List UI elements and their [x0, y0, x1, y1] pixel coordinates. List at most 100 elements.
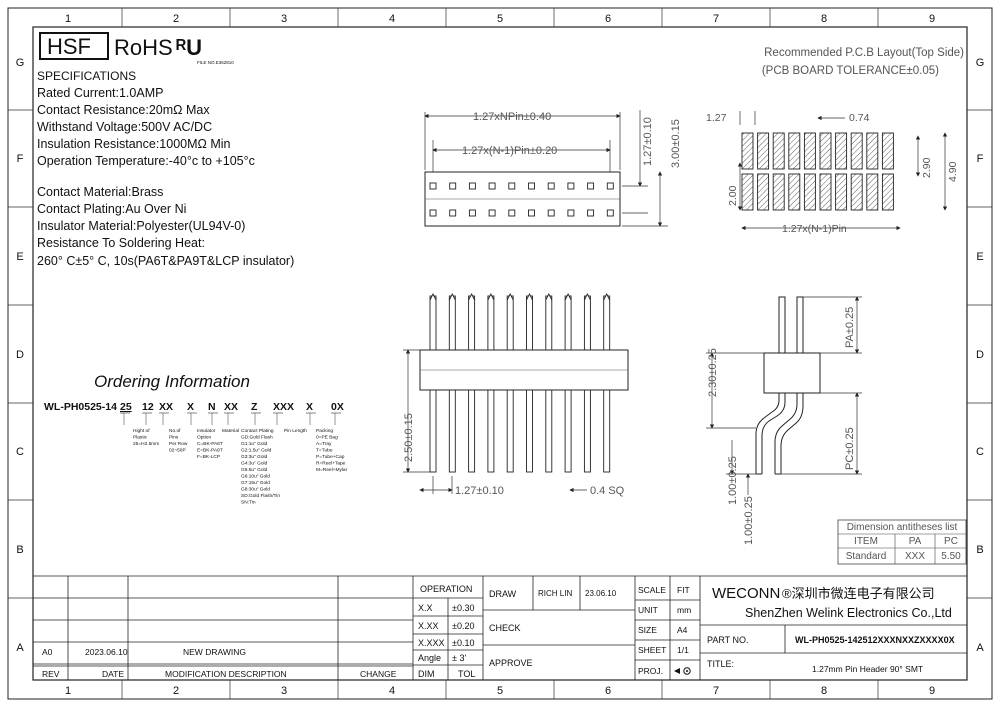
projection-label: PROJ.	[638, 666, 663, 676]
top-pin-upper	[587, 182, 595, 190]
side-standoff-dim: 2.30±0.25	[707, 348, 719, 397]
dim-row-item: Standard	[846, 551, 887, 562]
top-pin-lower	[528, 209, 535, 217]
order-desc-line: G7:15u" Gold	[241, 480, 270, 486]
order-desc-line: M=Reel+Mylar	[316, 467, 348, 473]
spec-line: Contact Material:Brass	[37, 185, 163, 199]
scale-label: SCALE	[638, 585, 666, 595]
spec-line: Withstand Voltage:500V AC/DC	[37, 120, 212, 134]
row-marker-left: C	[16, 446, 24, 458]
drawing-title: 1.27mm Pin Header 90° SMT	[812, 664, 923, 674]
row-marker-right: B	[976, 544, 983, 556]
rohs-logo: RoHS	[114, 35, 173, 60]
specifications-heading: SPECIFICATIONS	[37, 69, 136, 83]
company-name-en: WECONN	[712, 585, 780, 602]
approve-label: APPROVE	[489, 658, 533, 668]
size-value: A4	[677, 625, 688, 635]
title-block-text: OPERATION X.X±0.30X.XX±0.20X.XXX±0.10Ang…	[42, 584, 955, 679]
order-desc-line: Option	[197, 435, 211, 441]
ul-logo: ᴿU	[176, 35, 202, 60]
order-desc-line: SN:Tin	[241, 500, 256, 506]
order-desc-line: F=BK-LCP	[197, 454, 220, 460]
dimension-list-title: Dimension antitheses list	[847, 522, 958, 533]
order-code-segment: 25	[120, 401, 132, 413]
order-desc-line: R=Reel+Tape	[316, 461, 346, 467]
draw-label: DRAW	[489, 589, 517, 599]
column-marker-bottom: 5	[497, 685, 503, 697]
row-marker-right: E	[976, 251, 983, 263]
specifications: SPECIFICATIONS Rated Current:1.0AMP Conta…	[37, 69, 294, 268]
dim-header-pa: PA	[909, 536, 922, 547]
top-pin-upper	[567, 182, 575, 190]
revision-code: A0	[42, 647, 53, 657]
side-view-housing	[763, 352, 821, 394]
projection-symbol-icon	[674, 667, 691, 675]
pcb-pad-lower	[881, 173, 894, 211]
revision-description: NEW DRAWING	[183, 647, 246, 657]
column-marker-bottom: 7	[713, 685, 719, 697]
side-pc-dim: PC±0.25	[844, 427, 856, 470]
pcb-pad-width-dim: 0.74	[849, 112, 870, 124]
hsf-logo-box	[39, 32, 109, 60]
unit-label: UNIT	[638, 605, 658, 615]
order-desc-line: G6:10u" Gold	[241, 474, 270, 480]
top-pin-upper	[488, 182, 496, 190]
order-desc-line: 02~50P	[169, 448, 186, 454]
title-label: TITLE:	[707, 659, 734, 669]
top-pin-lower	[606, 209, 614, 217]
order-desc-line: G2:1.5u" Gold	[241, 448, 272, 454]
pcb-pad-lower	[850, 173, 863, 211]
top-pin-upper	[429, 182, 437, 190]
front-pitch-dim: 1.27±0.10	[455, 485, 504, 497]
order-code-segment: XX	[159, 401, 173, 413]
column-marker-bottom: 1	[65, 685, 71, 697]
front-view: 2.50±0.15 1.27±0.10 0.4 SQ	[403, 292, 629, 497]
order-desc-line: Contact Plating	[241, 428, 274, 434]
row-marker-left: B	[16, 544, 23, 556]
order-desc-line: P=Tube+Cap	[316, 454, 345, 460]
ul-file-number: FILE NO.E362810	[197, 60, 234, 65]
row-marker-left: F	[17, 153, 24, 165]
spec-line: Rated Current:1.0AMP	[37, 86, 163, 100]
column-marker-top: 6	[605, 13, 611, 25]
tolerance-format: X.X	[418, 603, 433, 613]
column-marker-top: 2	[173, 13, 179, 25]
pcb-pad-upper	[772, 132, 785, 170]
top-pin-lower	[488, 209, 496, 217]
top-pin-span-dim: 1.27x(N-1)Pin±0.20	[462, 145, 557, 157]
pcb-pad-lower	[772, 173, 785, 211]
pcb-pad-lower	[866, 173, 879, 211]
dim-header-item: ITEM	[854, 536, 878, 547]
order-desc-line: Per Row	[169, 441, 188, 447]
order-desc-line: Packing	[316, 428, 333, 434]
order-desc-line: Insulator	[197, 428, 216, 434]
order-code-segment: WL-PH0525-14	[44, 401, 117, 413]
order-code-segment: Z	[251, 401, 258, 413]
tolerance-format: Angle	[418, 653, 441, 663]
check-label: CHECK	[489, 623, 521, 633]
column-marker-bottom: 6	[605, 685, 611, 697]
pcb-pad-upper	[866, 132, 879, 170]
row-marker-left: D	[16, 349, 24, 361]
pcb-pad-lower	[835, 173, 848, 211]
side-view: PA±0.25 2.30±0.25 PC±0.25 1.00±0.25 1.00…	[706, 296, 862, 545]
spec-line: 260° C±5° C, 10s(PA6T&PA9T&LCP insulator…	[37, 254, 294, 268]
pcb-pitch-dim: 1.27	[706, 112, 727, 124]
row-marker-right: C	[976, 446, 984, 458]
row-marker-left: E	[16, 251, 23, 263]
front-pin-size-dim: 0.4 SQ	[590, 485, 625, 497]
modification-header: MODIFICATION DESCRIPTION	[165, 669, 287, 679]
tolerance-value: ±0.30	[452, 603, 474, 613]
drawer-name: RICH LIN	[538, 589, 572, 598]
rev-header: REV	[42, 669, 60, 679]
scale-value: FIT	[677, 585, 690, 595]
tolerance-format: X.XX	[418, 621, 439, 631]
revision-date: 2023.06.10	[85, 647, 128, 657]
title-block	[33, 575, 967, 680]
row-marker-left: G	[16, 57, 25, 69]
pcb-pad-upper	[850, 132, 863, 170]
column-marker-top: 9	[929, 13, 935, 25]
